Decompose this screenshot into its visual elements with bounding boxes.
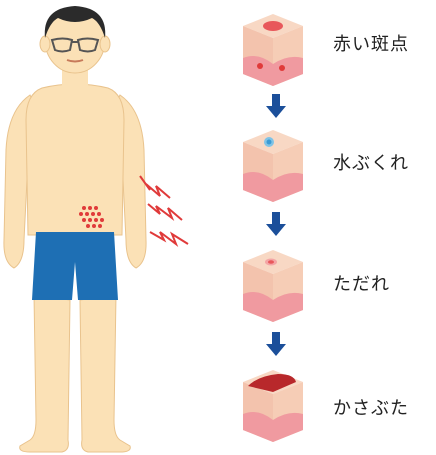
arrow-down-icon xyxy=(266,212,286,236)
step-label-red-spots: 赤い斑点 xyxy=(333,34,409,56)
step-label-blister: 水ぶくれ xyxy=(333,153,409,175)
red-spots-skin-icon xyxy=(238,8,308,88)
arrow-down-icon xyxy=(266,332,286,356)
scab-skin-icon xyxy=(238,364,308,444)
sore-skin-icon xyxy=(238,244,308,324)
arrow-down-icon xyxy=(266,94,286,118)
blister-skin-icon xyxy=(238,124,308,204)
step-label-scab: かさぶた xyxy=(333,398,409,420)
step-label-sore: ただれ xyxy=(333,274,390,296)
